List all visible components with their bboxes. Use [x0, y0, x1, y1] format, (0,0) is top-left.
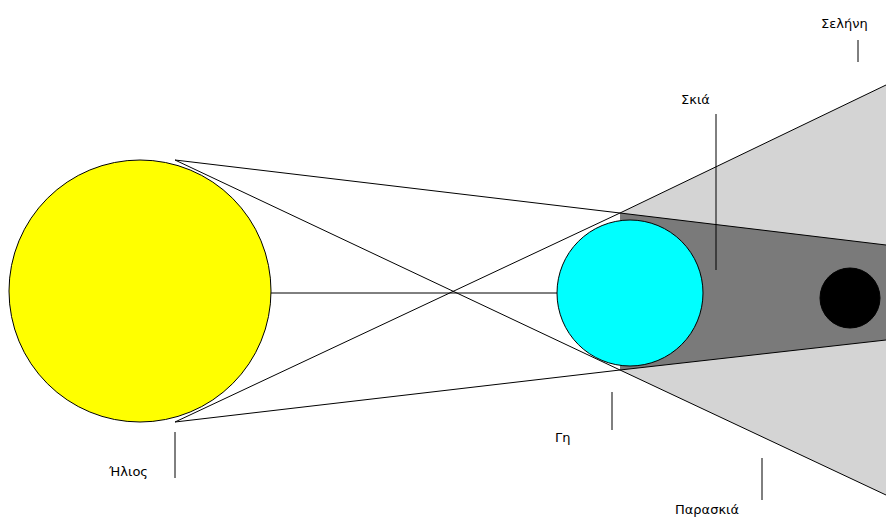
leader-line — [175, 432, 176, 478]
callout-label: Γη — [554, 430, 571, 446]
leader-line — [612, 392, 613, 430]
callout-label: Ήλιος — [108, 464, 149, 480]
callout-label: Παρασκιά — [674, 502, 740, 518]
axis-line — [271, 293, 557, 294]
ray-line — [620, 85, 886, 213]
leader-line — [858, 40, 859, 62]
sun-circle — [9, 160, 271, 422]
leader-line — [716, 114, 717, 270]
moon-circle — [820, 268, 880, 328]
ray-line — [620, 370, 886, 495]
ray-line — [175, 370, 620, 422]
ray-line — [175, 160, 620, 213]
earth-circle — [557, 220, 703, 366]
leader-line — [762, 458, 763, 500]
callout-label: Σελήνη — [820, 16, 869, 32]
callout-label: Σκιά — [680, 92, 711, 108]
